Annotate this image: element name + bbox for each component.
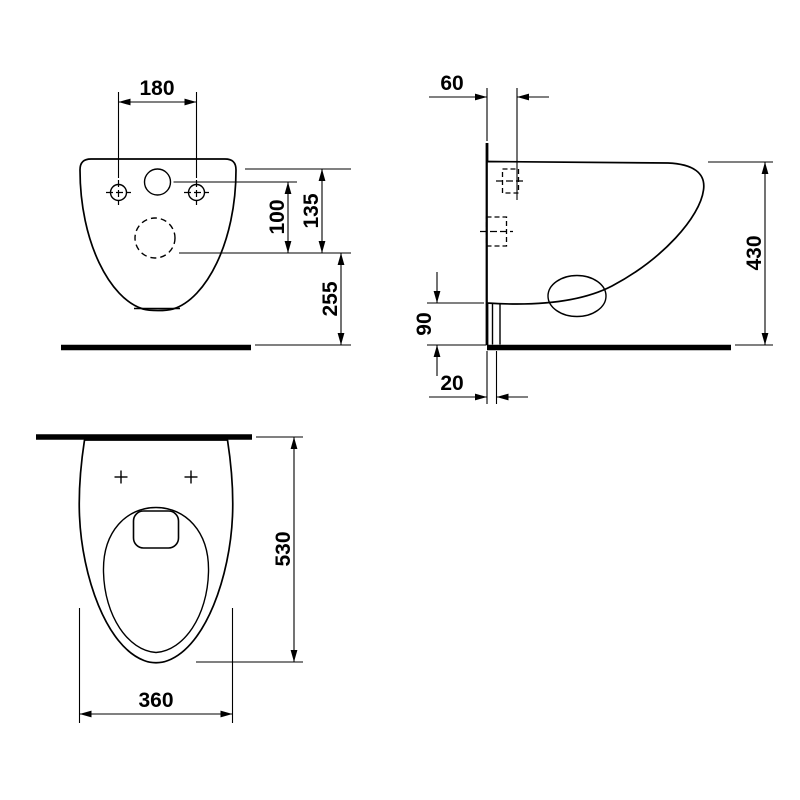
mounting-hole-right: [184, 180, 209, 205]
hinge-hole-left: [114, 470, 128, 484]
dim-430-label: 430: [743, 235, 766, 270]
dim-360: 360: [78, 608, 234, 723]
outlet-circle: [134, 217, 176, 259]
dim-135: 135: [300, 169, 326, 253]
top-view: 530 360: [36, 434, 303, 723]
front-view: 180 100 135 255: [61, 77, 351, 351]
dim-100: 100: [266, 182, 292, 253]
fixing-mark-lower: [480, 216, 513, 247]
dim-100-label: 100: [266, 199, 289, 234]
trap-ellipse: [547, 274, 607, 318]
dim-530: 530: [196, 436, 303, 663]
hinge-hole-right: [184, 470, 198, 484]
seat-opening-outline: [102, 506, 210, 654]
dim-90: 90: [413, 272, 486, 376]
flush-hole-circle: [143, 168, 172, 196]
dim-255-label: 255: [319, 281, 342, 316]
toilet-top-outline: [78, 439, 234, 664]
dim-360-label: 360: [138, 689, 173, 712]
flush-shield: [132, 510, 180, 549]
dim-530-label: 530: [272, 531, 295, 566]
dim-430: 430: [708, 161, 773, 346]
dim-20: 20: [429, 351, 528, 404]
dim-180: 180: [117, 77, 198, 178]
dim-90-label: 90: [413, 312, 436, 335]
toilet-side-profile: [486, 160, 705, 305]
dim-135-label: 135: [300, 193, 323, 228]
dim-255: 255: [319, 253, 345, 345]
fixing-mark-upper: [496, 168, 526, 194]
dim-60: 60: [429, 72, 549, 200]
mounting-hole-left: [106, 180, 131, 205]
side-view: 60 430 90 20: [413, 72, 773, 404]
dim-60-label: 60: [440, 72, 463, 95]
dim-180-label: 180: [139, 77, 174, 100]
dim-20-label: 20: [440, 372, 463, 395]
